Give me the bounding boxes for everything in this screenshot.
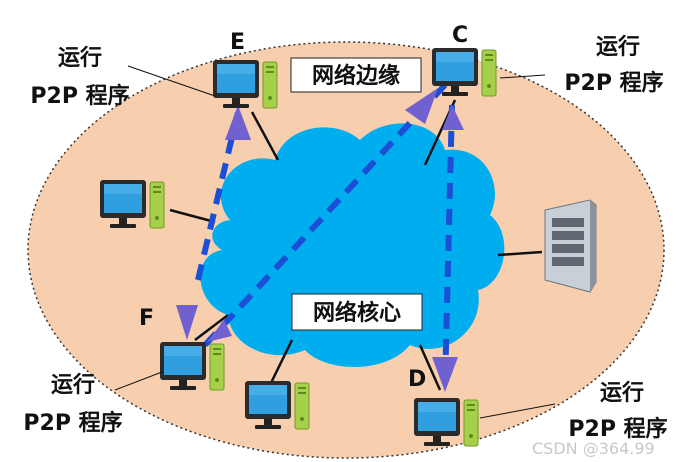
flow-f-to-c: [202, 82, 448, 348]
callout-c-line1: 运行: [596, 34, 640, 60]
callout-f-line2: P2P 程序: [23, 410, 122, 436]
node-label-d: D: [408, 367, 426, 392]
callout-d-line1: 运行: [600, 380, 644, 406]
core-label-box: 网络核心: [291, 293, 423, 331]
node-label-e: E: [230, 30, 245, 55]
core-label: 网络核心: [313, 300, 401, 326]
node-label-f: F: [139, 306, 154, 331]
callout-d-line2: P2P 程序: [568, 416, 667, 442]
callout-e-line1: 运行: [58, 45, 102, 71]
flow-arrows: [176, 88, 464, 392]
arrow-into-f-right: [207, 320, 232, 342]
callout-e: 运行 P2P 程序: [30, 45, 129, 109]
callout-f: 运行 P2P 程序: [23, 372, 122, 436]
arrow-up-to-e: [225, 105, 251, 140]
callout-f-line1: 运行: [51, 372, 95, 398]
edge-label: 网络边缘: [312, 63, 400, 89]
arrow-down-to-d: [432, 357, 458, 392]
network-core-cloud: [200, 123, 505, 368]
link-lines: [169, 99, 543, 391]
callout-e-line2: P2P 程序: [30, 83, 129, 109]
arrow-from-c-down: [442, 105, 464, 130]
edge-label-box: 网络边缘: [290, 57, 422, 93]
arrow-down-to-f: [176, 305, 198, 340]
flow-c-to-d: [442, 104, 455, 386]
arrow-up-to-c: [405, 88, 438, 124]
callout-d: 运行 P2P 程序: [568, 380, 667, 442]
callout-leaders: [114, 65, 556, 419]
watermark: CSDN @364.99: [532, 439, 655, 458]
callout-c-line2: P2P 程序: [564, 70, 663, 96]
callout-c: 运行 P2P 程序: [564, 34, 663, 96]
server-rack-icon: [544, 199, 597, 293]
node-label-c: C: [452, 23, 468, 48]
